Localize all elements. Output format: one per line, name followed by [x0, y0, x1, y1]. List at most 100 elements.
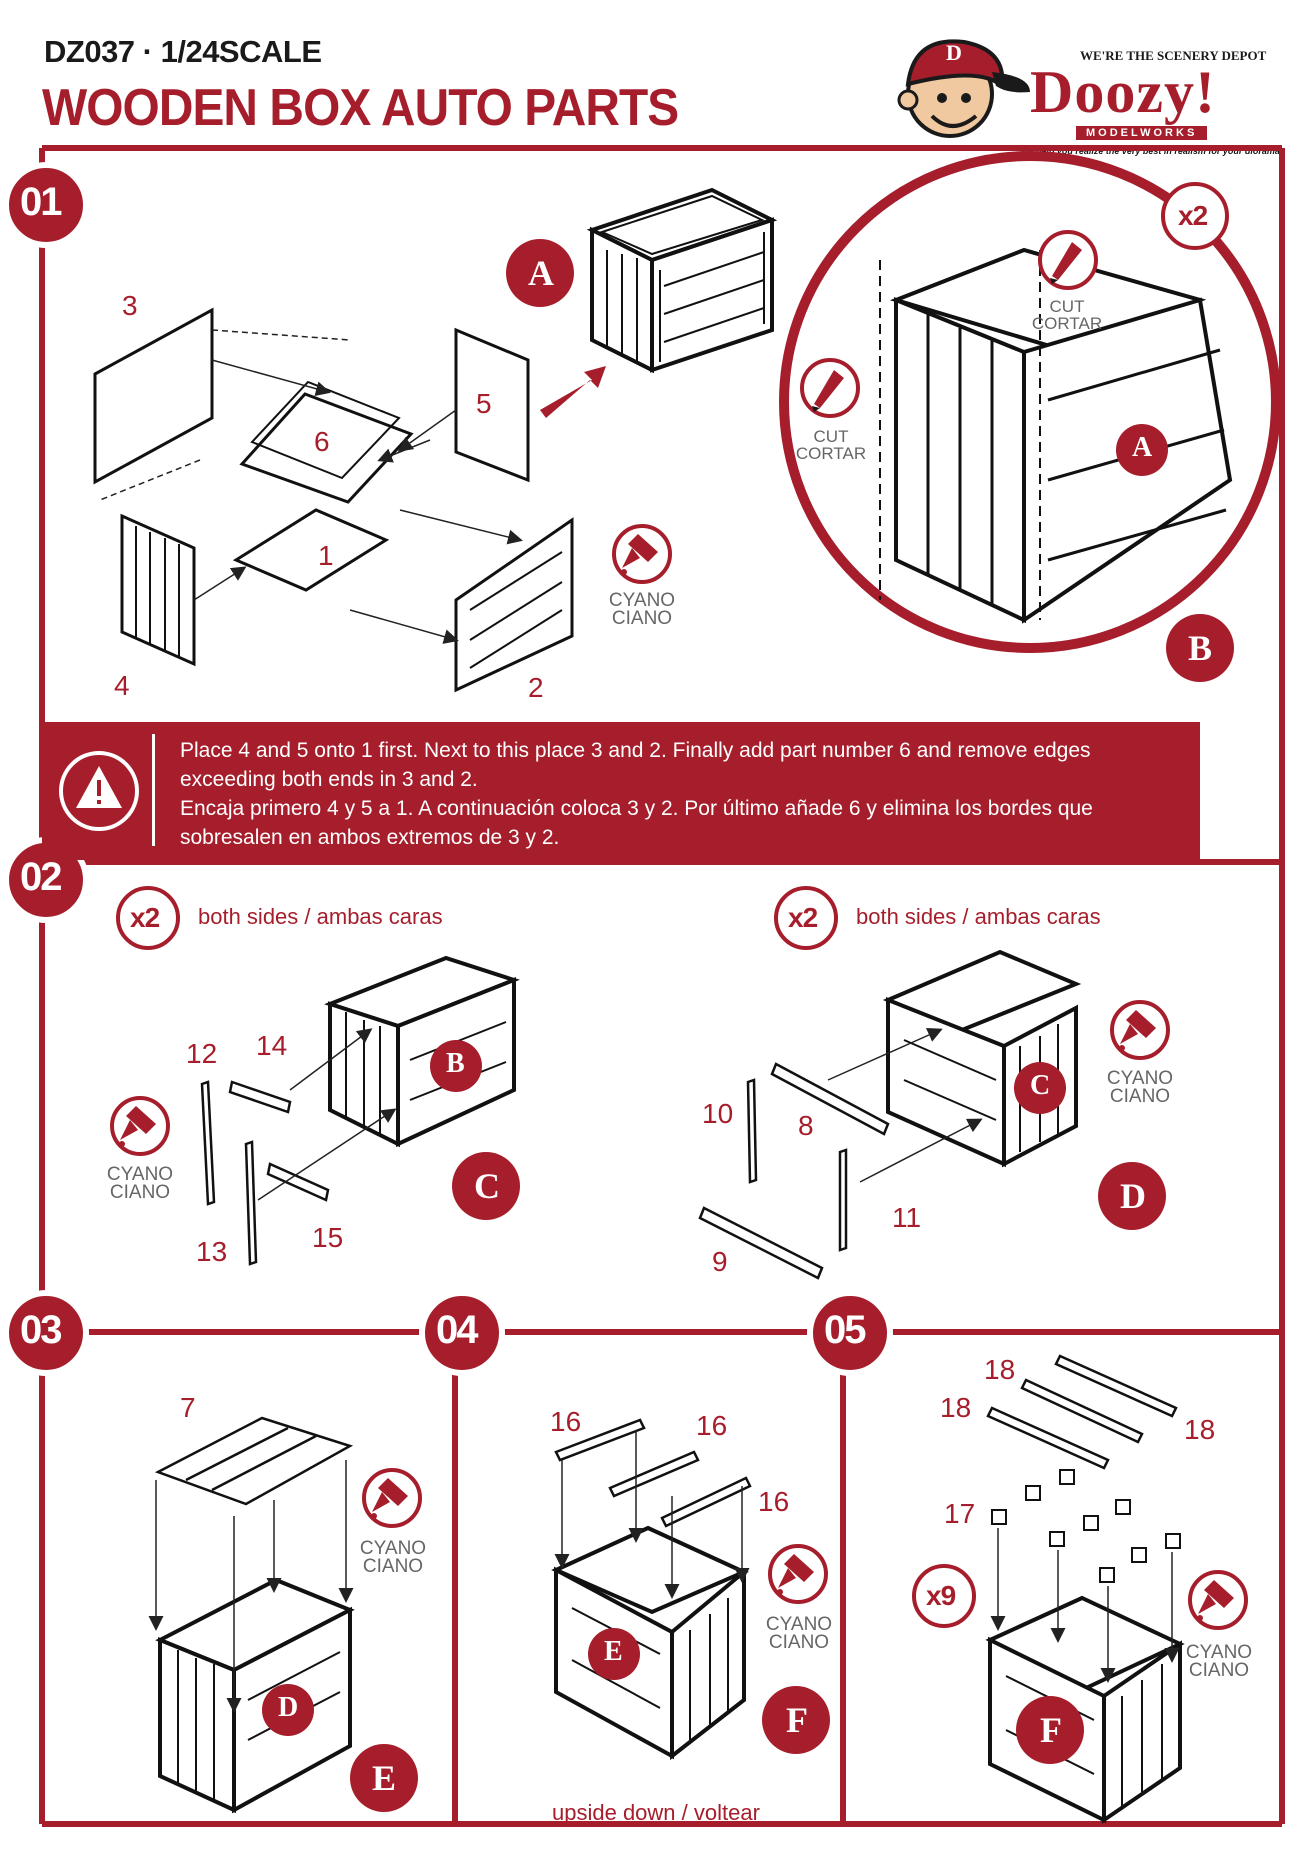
note-both-sides-left: both sides / ambas caras [198, 904, 443, 929]
part-1: 1 [318, 540, 334, 571]
mascot-icon [897, 39, 1030, 138]
label-c-step02: C [1030, 1070, 1051, 1101]
label-d-badge [1098, 1162, 1166, 1230]
step-03-lid [154, 1416, 354, 1506]
part-18-a: 18 [984, 1354, 1016, 1385]
page-title: WOODEN BOX AUTO PARTS [42, 79, 679, 137]
step-04-crate [551, 1525, 749, 1761]
brand-sub: MODELWORKS [1076, 126, 1208, 140]
step-02-left-crate [324, 955, 520, 1148]
x2-badge-zoom [1161, 182, 1229, 250]
part-2: 2 [528, 672, 544, 703]
step-03-arrows [148, 1460, 354, 1713]
warning-line-4: sobresalen en ambos extremos de 3 y 2. [180, 826, 560, 849]
step-04-badge [419, 1290, 505, 1376]
label-e-badge [350, 1744, 418, 1812]
label-b-step02: B [446, 1048, 465, 1079]
step-04-strips [554, 1418, 752, 1528]
crate-a-assembled [590, 188, 774, 372]
brand-name: Doozy! [1030, 59, 1216, 125]
x9-badge [912, 1564, 976, 1628]
warning-triangle-icon [59, 751, 139, 831]
glue-icon [362, 1468, 422, 1528]
part-8: 8 [798, 1110, 814, 1141]
mascot-letter: D [946, 40, 962, 65]
step-04-number: 04 [436, 1308, 478, 1352]
part-10: 10 [702, 1098, 734, 1129]
step-01-arrow [540, 366, 606, 418]
step-05-arrows [990, 1528, 1180, 1683]
step-02-right-arrows [827, 1028, 983, 1183]
multiplier-x2-zoom: x2 [1178, 200, 1208, 231]
x2-badge-right [774, 886, 838, 950]
multiplier-x2-right: x2 [788, 902, 818, 933]
step-03-crate [155, 1577, 355, 1814]
label-c: C [474, 1166, 500, 1206]
multiplier-x2-left: x2 [130, 902, 160, 933]
glue-icon [1110, 1000, 1170, 1060]
warning-divider [152, 734, 155, 846]
part-14: 14 [256, 1030, 288, 1061]
warning-line-3: Encaja primero 4 y 5 a 1. A continuación… [180, 797, 1093, 820]
warning-text: Place 4 and 5 onto 1 first. Next to this… [180, 736, 1190, 852]
note-both-sides-right: both sides / ambas caras [856, 904, 1101, 929]
step-05-badge [807, 1290, 893, 1376]
label-d-badge-step03 [262, 1684, 314, 1736]
brand-tagline-top: WE'RE THE SCENERY DEPOT [1080, 48, 1267, 63]
step-05-blocks [991, 1469, 1181, 1583]
glue-icon [768, 1544, 828, 1604]
label-e-step04: E [604, 1636, 623, 1667]
step-05-crate [985, 1595, 1185, 1824]
label-b-badge-step02 [430, 1040, 482, 1092]
label-d-step03: D [278, 1692, 299, 1723]
part-16-c: 16 [758, 1486, 790, 1517]
label-e-badge-step04 [588, 1628, 640, 1680]
part-3: 3 [122, 290, 138, 321]
product-code: DZ037 · 1/24SCALE [44, 34, 322, 69]
label-d: D [1120, 1176, 1146, 1216]
label-f-badge [762, 1686, 830, 1754]
warning-line-1: Place 4 and 5 onto 1 first. Next to this… [180, 739, 1091, 762]
glue-icon [1188, 1570, 1248, 1630]
warning-box: Place 4 and 5 onto 1 first. Next to this… [42, 722, 1200, 860]
warning-line-2: exceeding both ends in 3 and 2. [180, 768, 478, 791]
part-4: 4 [114, 670, 130, 701]
step-01-exploded-parts [93, 307, 574, 693]
step-04-arrows [554, 1430, 750, 1599]
part-13: 13 [196, 1236, 228, 1267]
cut-icon-left [800, 358, 860, 418]
label-b: B [1188, 628, 1213, 668]
label-b-badge [1166, 614, 1234, 682]
part-11: 11 [892, 1202, 922, 1233]
part-18-b: 18 [940, 1392, 972, 1423]
label-a: A [528, 253, 554, 293]
label-a-badge [506, 239, 574, 307]
part-6: 6 [314, 426, 330, 457]
step-02-right-crate [882, 949, 1082, 1168]
part-12: 12 [186, 1038, 218, 1069]
part-16-b: 16 [696, 1410, 728, 1441]
zoom-label-a-badge [1116, 424, 1168, 476]
label-e: E [372, 1758, 397, 1798]
instruction-frame [39, 145, 1285, 1827]
zoom-label-a: A [1132, 432, 1153, 463]
part-5: 5 [476, 388, 492, 419]
label-f: F [786, 1700, 808, 1740]
glue-icon [612, 524, 672, 584]
step-05-number: 05 [824, 1308, 866, 1352]
step-03-number: 03 [20, 1308, 62, 1352]
glue-icon [110, 1096, 170, 1156]
multiplier-x9: x9 [926, 1580, 956, 1611]
label-c-badge [452, 1152, 520, 1220]
label-f-badge-step05 [1016, 1696, 1084, 1764]
label-c-badge-step02 [1014, 1062, 1066, 1114]
